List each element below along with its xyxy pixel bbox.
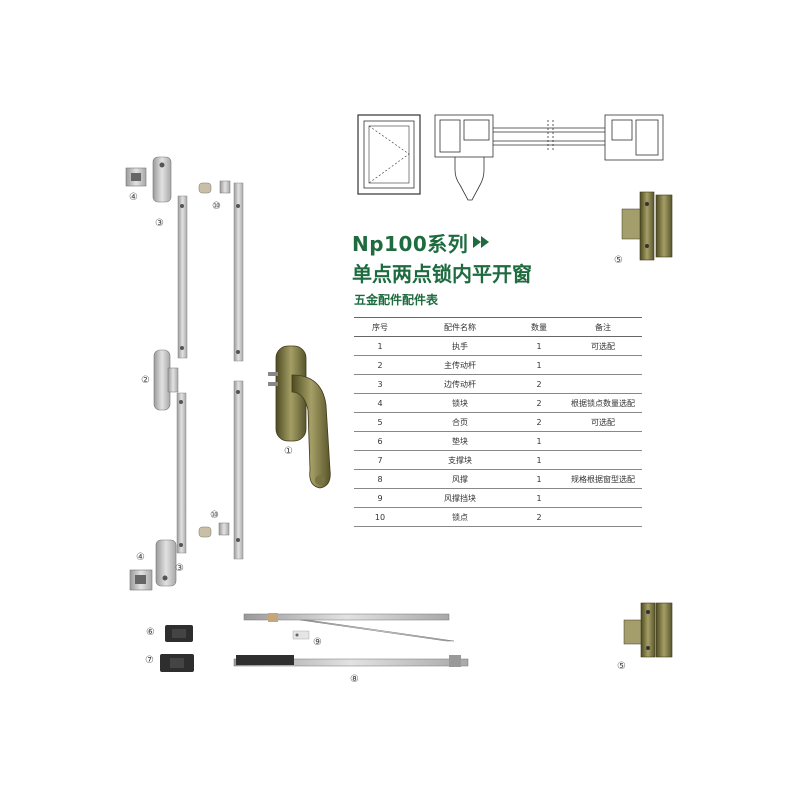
cell-name: 支撑块: [406, 450, 514, 470]
cell-name: 风撑: [406, 469, 514, 489]
cell-name: 合页: [406, 412, 514, 432]
cell-qty: 2: [514, 393, 564, 413]
cell-index: 3: [354, 374, 406, 394]
cell-name: 风撑挡块: [406, 488, 514, 508]
cell-name: 垫块: [406, 431, 514, 451]
cell-note: 规格根据窗型选配: [564, 469, 642, 489]
cell-index: 9: [354, 488, 406, 508]
double-right-arrow-icon: [473, 236, 489, 248]
label-stay-stop: ⑨: [313, 637, 322, 648]
cell-index: 1: [354, 336, 406, 356]
side-connector-bottom: [155, 539, 177, 587]
spacer-block: [165, 625, 193, 642]
series-title: Np100系列: [352, 232, 469, 256]
hinge-bottom: [623, 602, 673, 658]
label-handle: ①: [284, 446, 293, 457]
col-header-index: 序号: [354, 317, 406, 337]
friction-stay: [233, 613, 469, 667]
main-rod-connector: [153, 349, 179, 411]
cell-qty: 2: [514, 507, 564, 527]
transmission-rods: [176, 182, 244, 560]
label-side-connector-top: ③: [155, 218, 164, 229]
label-lock-point-top: ⑩: [212, 201, 221, 212]
cell-note: [564, 355, 642, 375]
lock-block-bottom: [129, 569, 153, 591]
product-title: 单点两点锁内平开窗: [352, 262, 532, 286]
cell-note: [564, 507, 642, 527]
table-header-row: 序号 配件名称 数量 备注: [354, 317, 642, 337]
window-handle: [268, 345, 331, 489]
cell-note: 可选配: [564, 336, 642, 356]
profile-section-diagram: [434, 114, 664, 201]
side-connector-top: [152, 156, 172, 203]
label-side-connector-bottom: ③: [175, 563, 184, 574]
cell-index: 2: [354, 355, 406, 375]
cell-index: 10: [354, 507, 406, 527]
col-header-name: 配件名称: [406, 317, 514, 337]
lock-point-top: [198, 180, 231, 194]
cell-index: 4: [354, 393, 406, 413]
cell-note: [564, 488, 642, 508]
col-header-note: 备注: [564, 317, 642, 337]
lock-point-bottom: [198, 522, 230, 538]
cell-index: 7: [354, 450, 406, 470]
label-hinge-bottom: ⑤: [617, 661, 626, 672]
cell-qty: 1: [514, 450, 564, 470]
cell-note: [564, 431, 642, 451]
window-elevation-diagram: [357, 114, 421, 195]
label-lock-block-bottom: ④: [136, 552, 145, 563]
stay-stop-block: [292, 630, 310, 640]
cell-index: 5: [354, 412, 406, 432]
cell-qty: 2: [514, 412, 564, 432]
cell-qty: 2: [514, 374, 564, 394]
label-hinge-top: ⑤: [614, 255, 623, 266]
cell-qty: 1: [514, 431, 564, 451]
cell-name: 边传动杆: [406, 374, 514, 394]
cell-note: 可选配: [564, 412, 642, 432]
cell-name: 锁点: [406, 507, 514, 527]
hinge-top: [621, 191, 673, 261]
cell-qty: 1: [514, 336, 564, 356]
support-block: [160, 654, 194, 672]
cell-qty: 1: [514, 488, 564, 508]
label-lock-point-bottom: ⑩: [210, 510, 219, 521]
label-support-block: ⑦: [145, 655, 154, 666]
label-lock-block-top: ④: [129, 192, 138, 203]
cell-name: 锁块: [406, 393, 514, 413]
cell-qty: 1: [514, 355, 564, 375]
cell-note: [564, 450, 642, 470]
cell-index: 6: [354, 431, 406, 451]
cell-note: [564, 374, 642, 394]
cell-note: 根据锁点数量选配: [564, 393, 642, 413]
cell-index: 8: [354, 469, 406, 489]
label-main-connector: ②: [141, 375, 150, 386]
cell-name: 执手: [406, 336, 514, 356]
cell-name: 主传动杆: [406, 355, 514, 375]
lock-block-top: [125, 167, 147, 187]
cell-qty: 1: [514, 469, 564, 489]
label-friction-stay: ⑧: [350, 674, 359, 685]
parts-list-title: 五金配件配件表: [354, 293, 439, 307]
col-header-qty: 数量: [514, 317, 564, 337]
label-spacer-block: ⑥: [146, 627, 155, 638]
